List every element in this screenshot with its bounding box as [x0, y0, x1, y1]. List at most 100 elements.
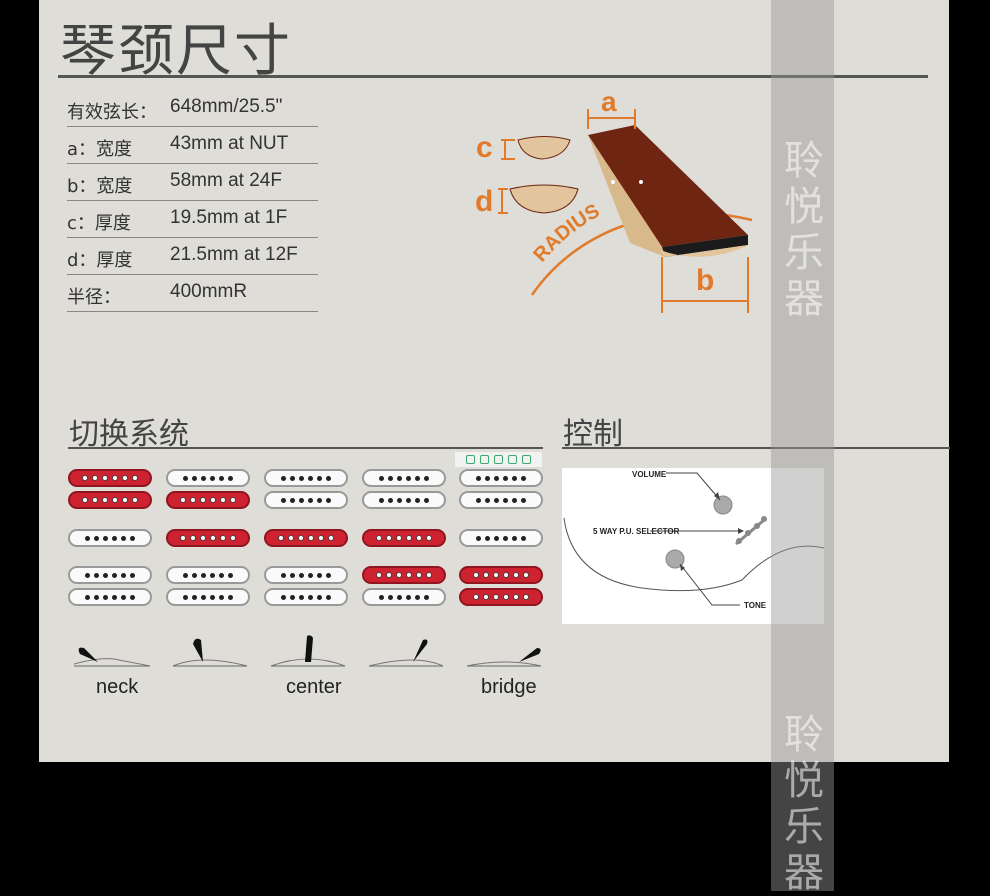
pole-piece	[523, 594, 529, 600]
pole-piece	[416, 535, 422, 541]
pole-piece	[112, 497, 118, 503]
spec-label: c：厚度	[67, 213, 131, 234]
bridge-humbucker-coil-1	[459, 566, 543, 584]
pole-piece	[328, 535, 334, 541]
pole-piece	[230, 497, 236, 503]
middle-single-coil	[166, 529, 250, 547]
pole-piece	[326, 572, 331, 578]
pole-piece	[228, 475, 233, 481]
pole-piece	[190, 497, 196, 503]
pole-piece	[210, 594, 215, 600]
pole-piece	[485, 475, 490, 481]
pole-piece	[130, 535, 135, 541]
middle-single-coil	[362, 529, 446, 547]
pole-piece	[397, 594, 402, 600]
neck-humbucker-coil-2	[166, 491, 250, 509]
pole-piece	[200, 497, 206, 503]
pole-piece	[415, 497, 420, 503]
pole-piece	[220, 497, 226, 503]
pole-piece	[290, 594, 295, 600]
pole-piece	[299, 572, 304, 578]
middle-single-coil	[459, 529, 543, 547]
neck-dimension-diagram: a b c d RADIUS	[475, 86, 753, 313]
spec-row-scale-length: 有效弦长： 648mm/25.5"	[67, 90, 318, 127]
bridge-humbucker-coil-1	[68, 566, 152, 584]
pole-piece	[190, 535, 196, 541]
spec-label: 有效弦长：	[67, 102, 157, 123]
bridge-humbucker-coil-2	[459, 588, 543, 606]
pole-piece	[130, 572, 135, 578]
pole-piece	[473, 594, 479, 600]
pole-piece	[281, 475, 286, 481]
pole-piece	[112, 594, 117, 600]
pole-piece	[379, 475, 384, 481]
spec-value: 58mm at 24F	[170, 170, 282, 191]
pole-piece	[219, 594, 224, 600]
pole-piece	[503, 497, 508, 503]
pole-piece	[121, 594, 126, 600]
bridge-humbucker-coil-2	[362, 588, 446, 606]
image-toolbar	[455, 452, 542, 467]
pole-piece	[376, 535, 382, 541]
spec-row-1f-thickness: c：厚度 19.5mm at 1F	[67, 201, 318, 238]
pole-piece	[192, 572, 197, 578]
pole-piece	[512, 497, 517, 503]
pole-piece	[130, 594, 135, 600]
pole-piece	[299, 497, 304, 503]
volume-label: VOLUME	[632, 470, 667, 479]
pole-piece	[94, 572, 99, 578]
pole-piece	[112, 572, 117, 578]
neck-humbucker-coil-1	[68, 469, 152, 487]
pole-piece	[228, 594, 233, 600]
switch-position-2-icon	[172, 638, 248, 667]
pole-piece	[379, 497, 384, 503]
bridge-humbucker-coil-2	[166, 588, 250, 606]
pole-piece	[288, 535, 294, 541]
pole-piece	[82, 497, 88, 503]
pole-piece	[494, 475, 499, 481]
bridge-humbucker-coil-1	[362, 566, 446, 584]
save-icon[interactable]	[466, 455, 475, 464]
pole-piece	[219, 475, 224, 481]
selector-label: 5 WAY P.U. SELECTOR	[593, 527, 680, 536]
label-c: c	[476, 131, 493, 164]
spec-label: d：厚度	[67, 250, 133, 271]
pole-piece	[230, 535, 236, 541]
pole-piece	[521, 497, 526, 503]
pole-piece	[290, 572, 295, 578]
pole-piece	[278, 535, 284, 541]
pole-piece	[396, 535, 402, 541]
switch-position-1-icon	[74, 647, 151, 667]
expand-icon[interactable]	[480, 455, 489, 464]
pole-piece	[103, 594, 108, 600]
pole-piece	[379, 594, 384, 600]
pole-piece	[406, 497, 411, 503]
pole-piece	[426, 572, 432, 578]
pole-piece	[388, 475, 393, 481]
pole-piece	[281, 572, 286, 578]
pole-piece	[397, 497, 402, 503]
pole-piece	[512, 475, 517, 481]
copy-icon[interactable]	[494, 455, 503, 464]
pole-piece	[82, 475, 88, 481]
settings-icon[interactable]	[522, 455, 531, 464]
pole-piece	[386, 535, 392, 541]
pole-piece	[521, 535, 526, 541]
pole-piece	[183, 475, 188, 481]
pole-piece	[281, 497, 286, 503]
middle-single-coil	[68, 529, 152, 547]
pole-piece	[85, 535, 90, 541]
neck-humbucker-coil-2	[68, 491, 152, 509]
neck-humbucker-coil-1	[166, 469, 250, 487]
content-panel	[39, 0, 949, 762]
spec-value: 648mm/25.5"	[170, 96, 283, 117]
spec-row-radius: 半径： 400mmR	[67, 275, 318, 312]
pole-piece	[523, 572, 529, 578]
pole-piece	[201, 475, 206, 481]
pole-piece	[485, 535, 490, 541]
pole-piece	[308, 475, 313, 481]
pole-piece	[317, 594, 322, 600]
pole-piece	[192, 594, 197, 600]
neck-humbucker-coil-2	[459, 491, 543, 509]
share-icon[interactable]	[508, 455, 517, 464]
